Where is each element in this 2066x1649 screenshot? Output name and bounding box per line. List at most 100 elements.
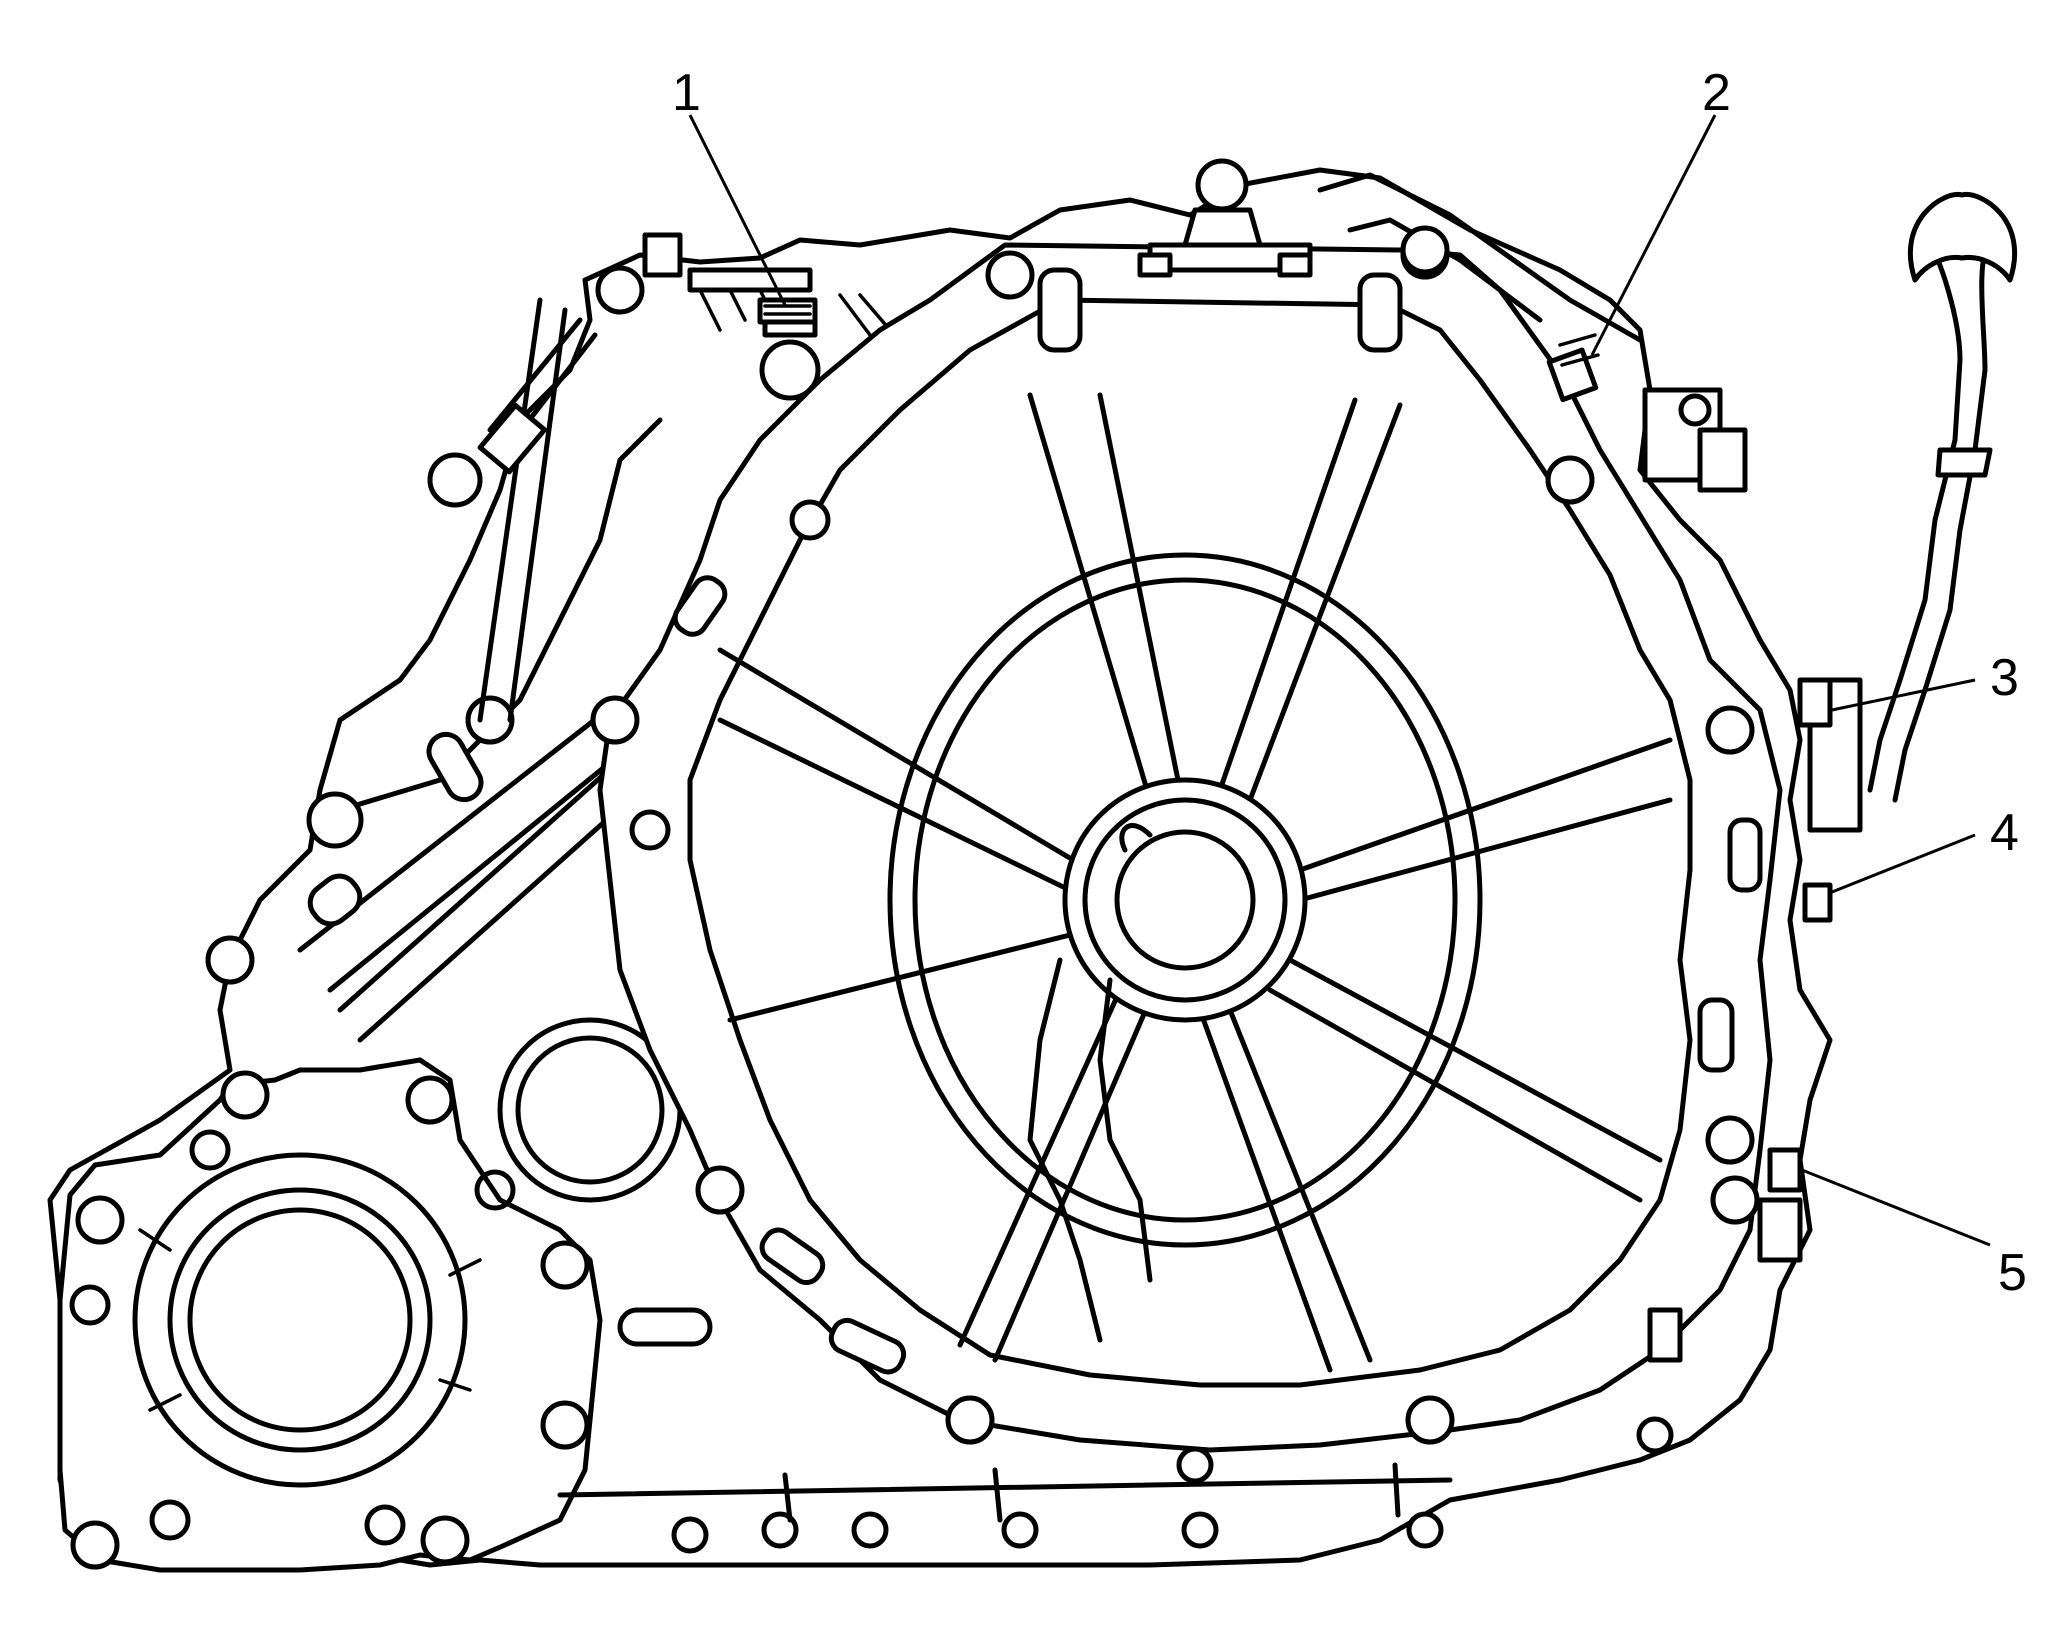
input-hub-mid (1082, 797, 1288, 1003)
callout-2-leader (1590, 114, 1717, 356)
lever-block (477, 402, 548, 475)
pan-bolt (1406, 1511, 1444, 1549)
callout-5-label: 5 (1998, 1244, 2027, 1302)
housing-bolt (985, 250, 1035, 300)
case-boss (595, 265, 645, 315)
connector-bolt (1678, 393, 1712, 427)
callout-3-leader (1831, 678, 1976, 712)
dipstick-collar (1935, 447, 1993, 478)
lower-bolt (1636, 1416, 1674, 1454)
dipstick-tube-right (1892, 237, 1993, 803)
differential-housing (57, 1057, 603, 1573)
housing-bolt (1710, 1175, 1760, 1225)
callout-5-leader (1801, 1168, 1991, 1247)
housing-bolt (1405, 1395, 1455, 1445)
callout-4-leader (1831, 833, 1976, 894)
case-boss (465, 695, 515, 745)
flange-bolt (220, 1070, 270, 1120)
top-bolt (1277, 252, 1313, 278)
converter-ring (887, 552, 1483, 1248)
breather-cap (1195, 158, 1249, 212)
housing-slot (1357, 272, 1403, 353)
housing-bolt (1705, 705, 1755, 755)
case-boss (306, 791, 364, 849)
dipstick-assembly (1807, 191, 2018, 833)
case-rib (477, 297, 568, 723)
flange-bolt (420, 1515, 470, 1565)
output-shaft-bore-inner (515, 1035, 665, 1185)
case-slot (617, 1307, 713, 1347)
housing-bolt (1705, 1115, 1755, 1165)
housing-bolt (1545, 455, 1595, 505)
top-bracket (642, 232, 683, 278)
callout-1-leader (688, 114, 787, 306)
lower-bolt (1647, 1307, 1683, 1363)
top-bolt (1137, 252, 1173, 278)
bell-housing-inner (687, 297, 1693, 1388)
pan-flange-line (557, 1477, 1453, 1498)
housing-bolt (789, 499, 831, 541)
housing-bolt (945, 1395, 995, 1445)
callout-1-label: 1 (672, 64, 701, 122)
connector-tab (1697, 427, 1748, 493)
case-slot (426, 731, 484, 803)
cast-web (1097, 977, 1153, 1283)
flange-bolt (75, 1195, 125, 1245)
housing-bolt (590, 695, 640, 745)
flange-hole (474, 1169, 516, 1211)
case-rib (337, 757, 643, 1043)
input-shaft (1114, 829, 1256, 971)
callout-1-fitting (757, 297, 818, 325)
housing-bolt (1176, 1446, 1214, 1484)
pan-bolt (1001, 1511, 1039, 1549)
bracket-tab (1757, 1197, 1803, 1263)
converter-spokes (717, 392, 1673, 1373)
converter-ring-inner (912, 577, 1458, 1223)
case-boss (205, 935, 255, 985)
differential-seal-inner (187, 1207, 413, 1433)
flange-hole (149, 1499, 191, 1541)
flange-bolt (540, 1240, 590, 1290)
flange-hole (364, 1504, 406, 1546)
callout-4-bolt (1802, 882, 1833, 923)
top-bracket (687, 267, 813, 293)
housing-slot (1697, 997, 1735, 1073)
callout-3-label: 3 (1990, 649, 2019, 707)
left-case-details (205, 232, 892, 1347)
dipstick-tube-left (1867, 232, 1963, 793)
flange-ribs (138, 1228, 482, 1412)
flange-bolt (70, 1520, 120, 1570)
breather-body (1182, 207, 1263, 248)
differential-seal-mid (167, 1187, 433, 1453)
pan-ribs (782, 1462, 1401, 1523)
pan-bolt (851, 1511, 889, 1549)
pan-bolt (671, 1516, 709, 1554)
case-loop (1317, 172, 1643, 343)
fitting-threads (1558, 333, 1600, 367)
flange-bolt (405, 1075, 455, 1125)
right-side-bolts (1636, 677, 1833, 1454)
dipstick-handle (1907, 191, 2018, 283)
pan-bolts (557, 1462, 1453, 1554)
pan-bolt (761, 1511, 799, 1549)
housing-slot (759, 1227, 826, 1286)
loop-bolt (1400, 225, 1450, 275)
callouts: 1 2 3 4 5 (672, 64, 2027, 1302)
pan-bolt (1181, 1511, 1219, 1549)
flange-hole (69, 1284, 111, 1326)
housing-slot (828, 1317, 907, 1375)
callout-5-bolt (1767, 1147, 1803, 1193)
bell-housing (590, 230, 1783, 1484)
fitting-threads (763, 304, 812, 316)
flange-bolt (540, 1400, 590, 1450)
housing-slot (672, 575, 728, 637)
case-boss (759, 339, 821, 401)
housing-bolt (695, 1165, 745, 1215)
input-hub-outer (1062, 777, 1308, 1023)
housing-slot (1727, 817, 1763, 893)
callout-3-bolt (1797, 677, 1833, 728)
callout-2-label: 2 (1702, 64, 1731, 122)
flange-hole (189, 1129, 231, 1171)
hub-notch (1119, 823, 1153, 853)
